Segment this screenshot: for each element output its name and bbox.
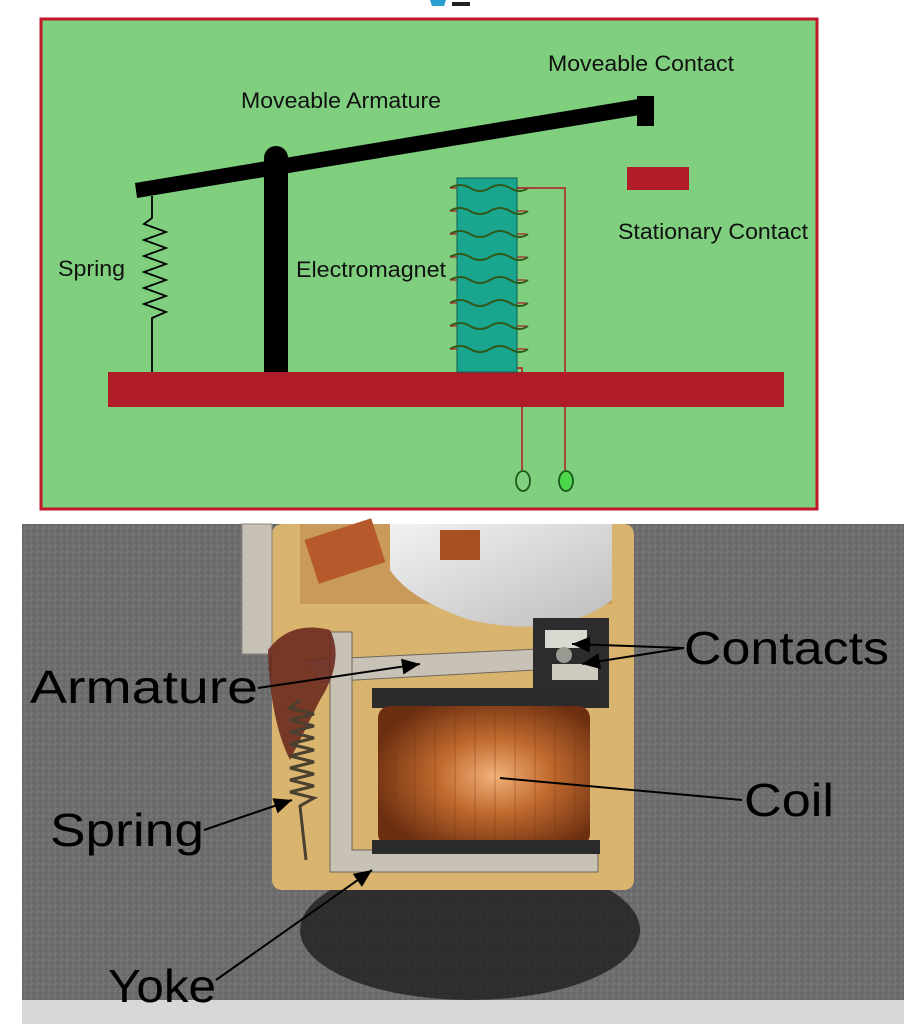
stationary-contact xyxy=(627,167,689,190)
terminal-1 xyxy=(515,470,531,492)
label-spring: Spring xyxy=(58,256,125,281)
spring xyxy=(141,196,169,372)
moveable-contact xyxy=(637,96,654,126)
side-frame xyxy=(241,523,273,655)
coil-windings xyxy=(449,184,529,353)
lead-wires xyxy=(268,627,336,760)
label-yoke: Yoke xyxy=(108,960,216,1012)
label-armature: Armature xyxy=(30,661,258,713)
label-moveable-armature: Moveable Armature xyxy=(241,88,441,113)
relay-schematic: Moveable Contact Moveable Armature Sprin… xyxy=(39,0,819,511)
label-electromagnet: Electromagnet xyxy=(296,257,446,282)
contact-rivet xyxy=(556,647,572,663)
pivot-post xyxy=(264,160,288,372)
copper-terminal-top xyxy=(304,518,386,584)
label-moveable-contact: Moveable Contact xyxy=(548,51,734,76)
coil-top-flange xyxy=(372,688,600,708)
copper-terminal-top-2 xyxy=(440,530,480,560)
callout-lines xyxy=(203,636,743,981)
coil-wire-ends xyxy=(450,187,526,350)
coil-wire-texture xyxy=(394,708,576,844)
label-spring-photo: Spring xyxy=(50,804,204,856)
terminal-2 xyxy=(558,470,574,492)
label-contacts: Contacts xyxy=(684,622,889,674)
relay-photo: Contacts Armature Coil Spring Yoke xyxy=(22,518,904,1024)
coil-bottom-flange xyxy=(372,840,600,854)
contact-lower xyxy=(552,664,598,680)
label-stationary-contact: Stationary Contact xyxy=(618,219,808,244)
base-plate xyxy=(108,372,784,407)
header-fragment xyxy=(430,0,446,6)
label-coil: Coil xyxy=(744,774,834,826)
schematic-panel xyxy=(39,17,819,511)
pivot-joint xyxy=(264,146,288,170)
bottom-strip xyxy=(22,1000,904,1024)
coil-winding xyxy=(378,706,590,846)
photo-spring xyxy=(286,698,318,861)
coil-wire-2 xyxy=(517,187,566,470)
header-fragment-2 xyxy=(452,2,470,6)
relay-cast-shadow xyxy=(300,860,640,1000)
electromagnet-core xyxy=(456,177,518,373)
coil-wire-1 xyxy=(517,367,523,470)
